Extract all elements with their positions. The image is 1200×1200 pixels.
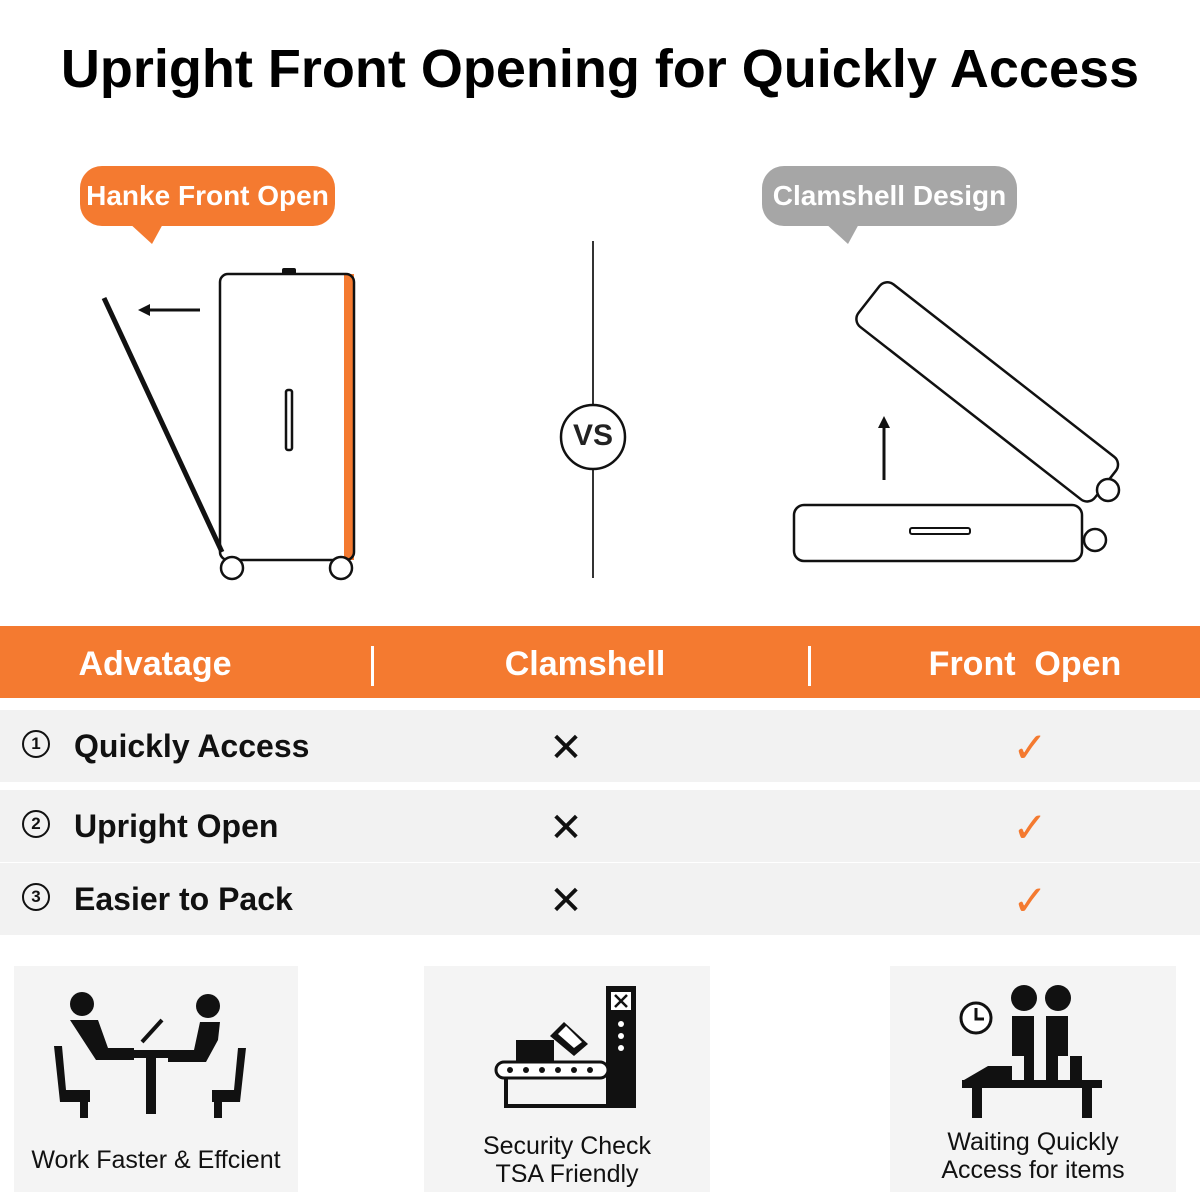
- header-clamshell: Clamshell: [504, 645, 666, 683]
- security-check-icon: [494, 986, 636, 1108]
- clamshell-bubble-tail: [824, 222, 860, 244]
- feature-caption: Work Faster & Effcient: [31, 1146, 281, 1174]
- header-advantage: Advatage: [78, 645, 232, 683]
- feature-card-waiting: Waiting Quickly Access for items: [890, 966, 1176, 1192]
- table-row: 2 Upright Open ✕ ✓: [0, 790, 1200, 862]
- waiting-people-icon: [959, 985, 1102, 1118]
- header-front-open: Front Open: [928, 645, 1122, 683]
- cross-icon: ✕: [549, 806, 583, 850]
- front-open-bubble: Hanke Front Open: [80, 166, 335, 226]
- check-icon: ✓: [1012, 724, 1048, 771]
- row-number-badge: 2: [22, 810, 50, 838]
- check-icon: ✓: [1012, 804, 1048, 851]
- front-open-bubble-tail: [128, 222, 164, 244]
- clamshell-bubble: Clamshell Design: [762, 166, 1017, 226]
- clamshell-suitcase-icon: [792, 281, 1121, 563]
- table-header: Advatage Clamshell Front Open: [0, 626, 1200, 698]
- header-divider: [371, 646, 374, 686]
- row-number-badge: 1: [22, 730, 50, 758]
- front-open-suitcase-icon: [101, 268, 356, 581]
- row-label: Easier to Pack: [74, 881, 293, 917]
- meeting-people-icon: [54, 992, 246, 1118]
- comparison-illustration: [101, 241, 1121, 581]
- page-title: Upright Front Opening for Quickly Access: [60, 39, 1140, 99]
- feature-caption: Access for items: [941, 1156, 1125, 1184]
- feature-caption: Security Check: [482, 1132, 652, 1160]
- feature-caption: TSA Friendly: [495, 1160, 639, 1188]
- header-divider: [808, 646, 811, 686]
- row-label: Upright Open: [74, 808, 279, 844]
- table-row: 3 Easier to Pack ✕ ✓: [0, 863, 1200, 935]
- feature-card-work-faster: Work Faster & Effcient: [14, 966, 298, 1192]
- feature-card-security-check: Security Check TSA Friendly: [424, 966, 710, 1192]
- row-label: Quickly Access: [74, 728, 310, 764]
- cross-icon: ✕: [549, 879, 583, 923]
- cross-icon: ✕: [549, 726, 583, 770]
- check-icon: ✓: [1012, 877, 1048, 924]
- vs-divider: [559, 241, 627, 578]
- row-number-badge: 3: [22, 883, 50, 911]
- table-row: 1 Quickly Access ✕ ✓: [0, 710, 1200, 782]
- vs-label: VS: [572, 419, 614, 452]
- feature-caption: Waiting Quickly: [947, 1128, 1119, 1156]
